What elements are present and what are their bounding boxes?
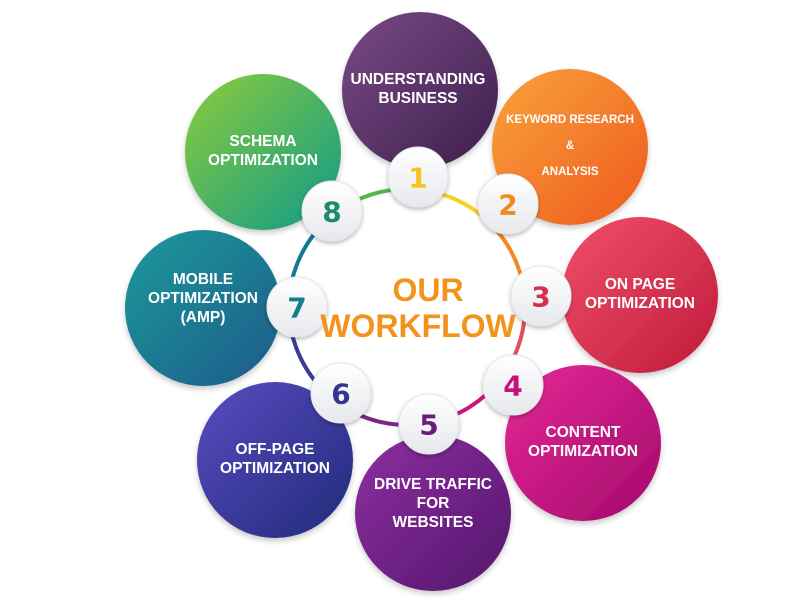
step-number: 5	[419, 409, 438, 442]
step-number-badge	[398, 393, 460, 455]
step-title-line: MOBILE	[173, 271, 233, 288]
center-title: OUR WORKFLOW	[320, 272, 516, 344]
steps-layer: UNDERSTANDING BUSINESS 1 KEYWORD RESEARCH & A…	[125, 12, 718, 591]
step-title-line: SCHEMA	[229, 133, 296, 150]
step-title-line: DRIVE TRAFFIC	[374, 476, 492, 493]
step-circle	[125, 230, 281, 386]
step-title-line: ANALYSIS	[541, 166, 598, 178]
step-circle	[185, 74, 341, 230]
step-number: 3	[531, 281, 550, 314]
workflow-step-4: CONTENT OPTIMIZATION 4	[482, 354, 661, 521]
step-number-badge	[266, 276, 328, 338]
step-circle	[342, 12, 498, 168]
step-title-line: ON PAGE	[605, 276, 675, 293]
center-title-line1: OUR	[392, 272, 463, 308]
workflow-step-5: DRIVE TRAFFIC FOR WEBSITES 5	[355, 393, 511, 591]
step-circle	[562, 217, 718, 373]
step-number: 7	[287, 292, 306, 325]
step-title-line: WEBSITES	[393, 514, 474, 531]
step-number: 4	[503, 370, 522, 403]
workflow-step-6: OFF-PAGE OPTIMIZATION 6	[197, 362, 372, 538]
step-title-line: OPTIMIZATION	[528, 443, 638, 460]
step-circle	[505, 365, 661, 521]
workflow-step-1: UNDERSTANDING BUSINESS 1	[342, 12, 498, 208]
step-number: 1	[408, 162, 427, 195]
step-title-line: CONTENT	[546, 424, 621, 441]
step-title-line: UNDERSTANDING	[351, 71, 486, 88]
step-number-badge	[310, 362, 372, 424]
step-title-line: KEYWORD RESEARCH	[506, 114, 634, 126]
step-number-badge	[477, 173, 539, 235]
step-number: 2	[498, 189, 517, 222]
step-circle	[355, 435, 511, 591]
workflow-step-2: KEYWORD RESEARCH & ANALYSIS 2	[477, 69, 648, 235]
step-title-line: (AMP)	[181, 309, 226, 326]
step-number-badge	[510, 265, 572, 327]
step-circle	[197, 382, 353, 538]
step-number-badge	[301, 180, 363, 242]
step-title-line: OPTIMIZATION	[208, 152, 318, 169]
step-title-line: FOR	[417, 495, 450, 512]
step-title-line: OPTIMIZATION	[220, 460, 330, 477]
step-title-line: &	[566, 140, 574, 152]
workflow-step-3: ON PAGE OPTIMIZATION 3	[510, 217, 718, 373]
step-title-line: OFF-PAGE	[236, 441, 315, 458]
step-title-line: OPTIMIZATION	[585, 295, 695, 312]
step-title-line: BUSINESS	[378, 90, 457, 107]
step-title-line: OPTIMIZATION	[148, 290, 258, 307]
step-number: 6	[331, 378, 350, 411]
workflow-step-8: SCHEMA OPTIMIZATION 8	[185, 74, 363, 242]
step-number: 8	[322, 196, 341, 229]
step-number-badge	[387, 146, 449, 208]
workflow-step-7: MOBILE OPTIMIZATION (AMP) 7	[125, 230, 328, 386]
center-title-line2: WORKFLOW	[320, 308, 516, 344]
step-number-badge	[482, 354, 544, 416]
